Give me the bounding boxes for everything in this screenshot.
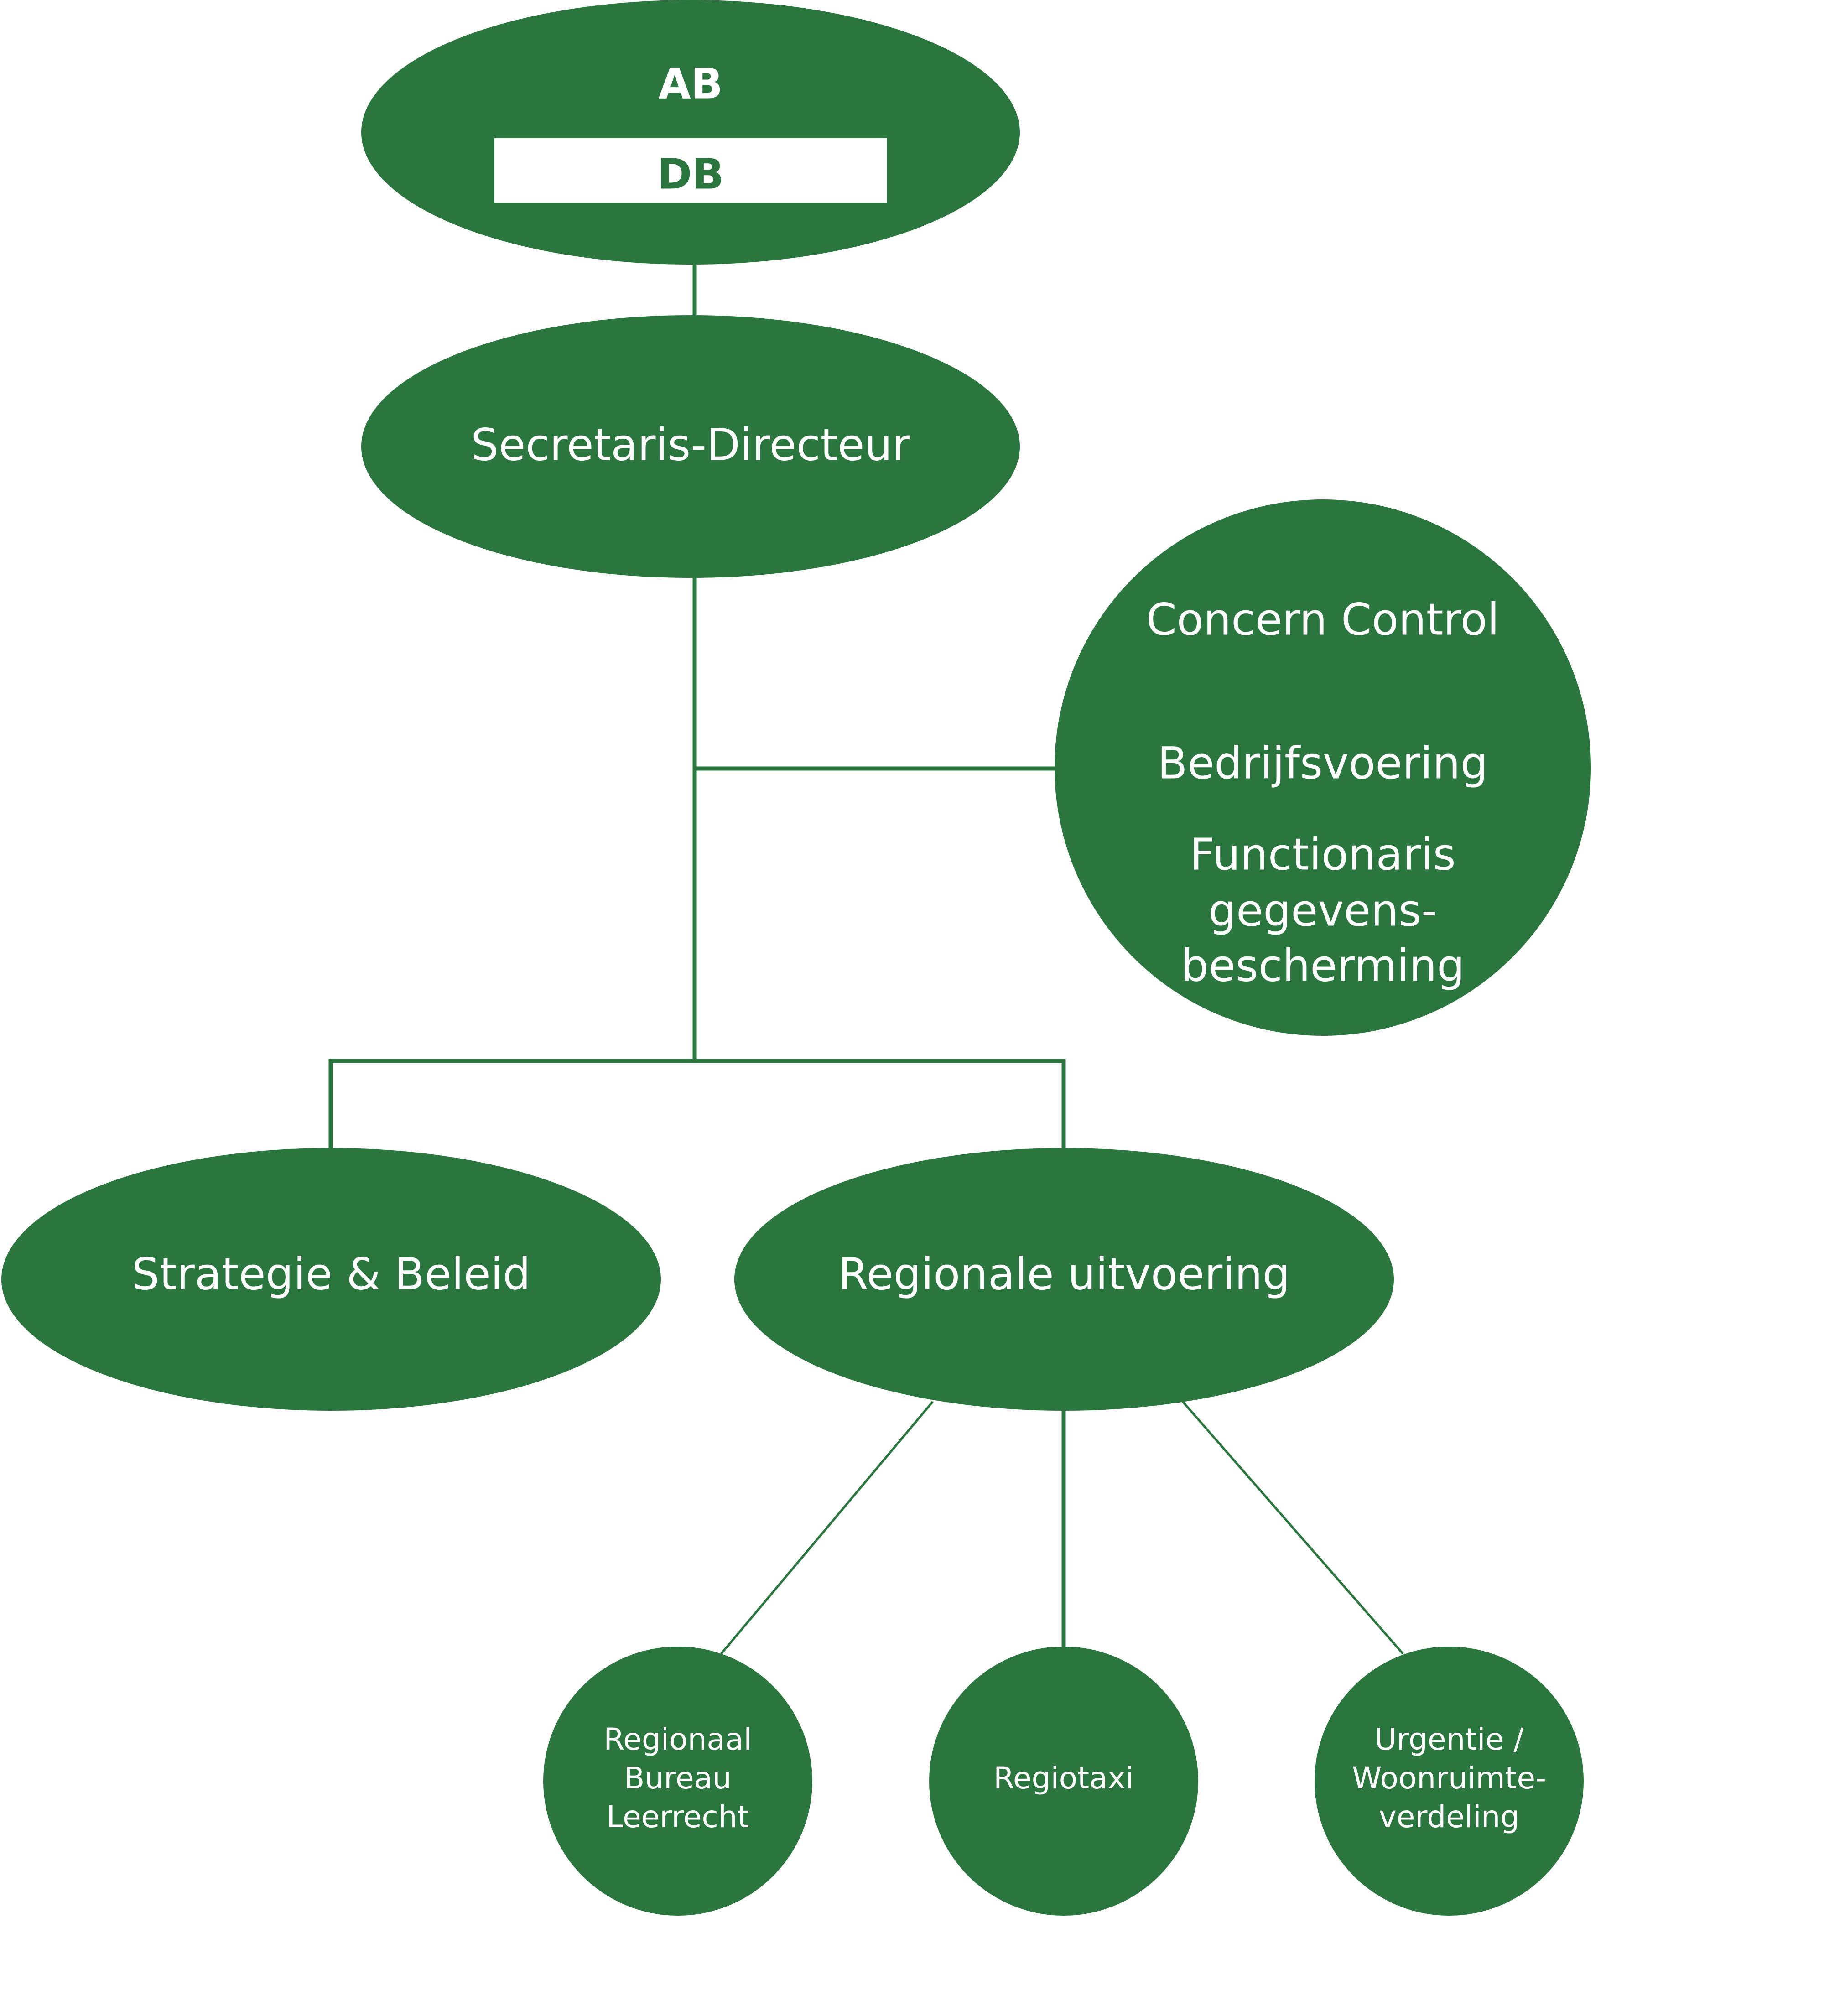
director-ellipse — [361, 315, 1020, 578]
staff-label-bedrijfsvoering: Bedrijfsvoering — [1157, 738, 1488, 789]
regiotaxi-circle — [929, 1647, 1198, 1916]
staff-label-functionaris: Functionaris — [1190, 829, 1455, 880]
strategy-ellipse — [1, 1148, 661, 1411]
ab-label: AB — [658, 59, 722, 108]
staff-label-gegevens: gegevens- — [1208, 885, 1437, 936]
leerrecht-label-line3: Leerrecht — [606, 1799, 749, 1834]
node-strategy[interactable]: Strategie & Beleid — [1, 1148, 661, 1411]
urgentie-circle — [1315, 1647, 1584, 1916]
node-regional[interactable]: Regionale uitvoering — [734, 1148, 1394, 1411]
leerrecht-label-line2: Bureau — [624, 1761, 732, 1796]
node-regiotaxi[interactable]: Regiotaxi — [929, 1647, 1198, 1916]
staff-label-concern-control: Concern Control — [1146, 594, 1500, 645]
connector-leerrecht — [720, 1401, 934, 1655]
regional-label: Regionale uitvoering — [838, 1248, 1290, 1299]
regional-ellipse — [734, 1148, 1394, 1411]
board-ellipse — [361, 0, 1020, 265]
regiotaxi-label: Regiotaxi — [993, 1761, 1134, 1796]
node-board[interactable]: AB DB — [361, 0, 1020, 265]
urgentie-label-line3: verdeling — [1379, 1799, 1520, 1834]
node-staff[interactable]: Concern Control Bedrijfsvoering Function… — [1055, 499, 1591, 1036]
node-director[interactable]: Secretaris-Directeur — [361, 315, 1020, 578]
director-label: Secretaris-Directeur — [471, 419, 910, 470]
staff-label-bescherming: bescherming — [1181, 940, 1465, 991]
staff-circle — [1055, 499, 1591, 1036]
connector-urgentie — [1182, 1401, 1404, 1655]
leerrecht-circle — [543, 1647, 812, 1916]
leerrecht-label-line1: Regionaal — [603, 1722, 752, 1757]
urgentie-label-line1: Urgentie / — [1375, 1722, 1524, 1757]
db-box[interactable] — [494, 138, 887, 203]
strategy-label: Strategie & Beleid — [132, 1248, 530, 1299]
urgentie-label-line2: Woonruimte- — [1352, 1761, 1546, 1796]
node-urgentie[interactable]: Urgentie / Woonruimte- verdeling — [1315, 1647, 1584, 1916]
db-label: DB — [657, 150, 724, 198]
node-leerrecht[interactable]: Regionaal Bureau Leerrecht — [543, 1647, 812, 1916]
